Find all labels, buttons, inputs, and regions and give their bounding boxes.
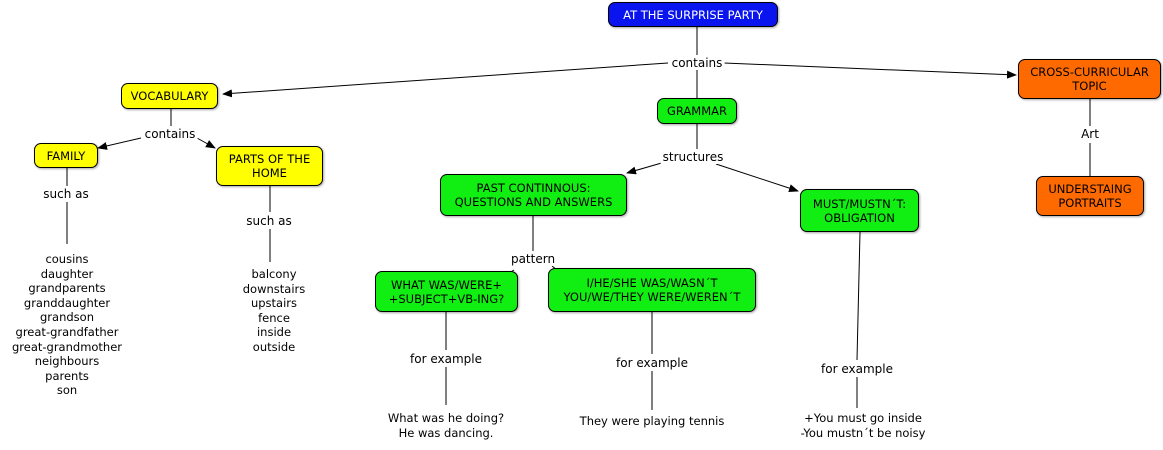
node-label-line2: OBLIGATION: [824, 210, 895, 225]
link-label-for-example-statement: for example: [614, 356, 690, 370]
example-must: +You must go inside -You mustn´t be nois…: [801, 411, 926, 440]
node-label-line1: WHAT WAS/WERE+: [390, 277, 502, 292]
arrow-to-vocabulary: [222, 62, 669, 98]
node-label-line1: MUST/MUSTN´T:: [812, 196, 907, 211]
node-label-line2: YOU/WE/THEY WERE/WEREN´T: [563, 290, 741, 304]
node-label-line1: UNDERSTAING: [1048, 182, 1132, 196]
node-label-line2: PORTRAITS: [1058, 196, 1122, 210]
list-item: parents: [45, 368, 89, 383]
node-label: FAMILY: [46, 148, 86, 163]
node-must-mustnt[interactable]: MUST/MUSTN´T: OBLIGATION: [800, 189, 919, 232]
node-label-line1: I/HE/SHE WAS/WASN´T: [586, 276, 718, 290]
list-item: neighbours: [34, 354, 100, 369]
example-line: They were playing tennis: [579, 414, 725, 428]
node-understanding-portraits[interactable]: UNDERSTAING PORTRAITS: [1036, 176, 1144, 216]
example-line: He was dancing.: [398, 425, 494, 440]
node-past-continuous[interactable]: PAST CONTINNOUS: QUESTIONS AND ANSWERS: [440, 174, 627, 216]
node-cross-curricular-topic[interactable]: CROSS-CURRICULAR TOPIC: [1018, 59, 1161, 99]
example-line: -You mustn´t be noisy: [800, 425, 926, 440]
link-label-art: Art: [1079, 127, 1101, 141]
node-label: AT THE SURPRISE PARTY: [623, 7, 763, 22]
link-label-for-example-must: for example: [819, 362, 895, 376]
list-item: downstairs: [242, 281, 306, 296]
list-item: son: [56, 383, 78, 398]
example-line: What was he doing?: [387, 411, 505, 425]
node-i-he-she-was[interactable]: I/HE/SHE WAS/WASN´T YOU/WE/THEY WERE/WER…: [548, 268, 756, 312]
list-item: outside: [252, 339, 296, 354]
link-label-such-as-home: such as: [244, 214, 294, 228]
list-item: daughter: [40, 266, 94, 281]
line-must-forexample: [856, 231, 861, 361]
link-label-for-example-question: for example: [408, 352, 484, 366]
list-item: granddaughter: [23, 295, 111, 310]
arrow-to-must: [715, 163, 799, 192]
list-item: upstairs: [250, 296, 298, 311]
arrow-to-cross: [723, 62, 1017, 79]
link-label-contains-vocabulary: contains: [142, 127, 198, 141]
arrow-to-past: [626, 161, 666, 175]
list-item: great-grandfather: [15, 324, 119, 339]
link-label-such-as-family: such as: [41, 187, 91, 201]
node-label-line1: PARTS OF THE: [228, 152, 311, 166]
link-label-contains-root: contains: [669, 56, 725, 70]
family-members-list: cousins daughter grandparents granddaugh…: [12, 252, 122, 398]
example-statement: They were playing tennis: [580, 414, 725, 429]
home-parts-list: balcony downstairs upstairs fence inside…: [243, 267, 306, 355]
list-item: cousins: [45, 252, 89, 266]
node-vocabulary[interactable]: VOCABULARY: [121, 83, 218, 109]
list-item: balcony: [251, 267, 297, 281]
node-label: VOCABULARY: [130, 89, 209, 103]
node-label-line1: PAST CONTINNOUS:: [476, 181, 591, 195]
node-label-line2: TOPIC: [1072, 79, 1107, 93]
node-label: GRAMMAR: [666, 104, 727, 118]
list-item: fence: [258, 310, 290, 325]
list-item: great-grandmother: [11, 339, 123, 354]
example-question: What was he doing? He was dancing.: [388, 411, 504, 440]
arrow-to-parts: [196, 137, 216, 149]
node-what-was-were[interactable]: WHAT WAS/WERE+ +SUBJECT+VB-ING?: [375, 271, 518, 312]
link-label-pattern: pattern: [508, 252, 558, 266]
node-parts-of-the-home[interactable]: PARTS OF THE HOME: [216, 146, 323, 186]
list-item: grandson: [40, 310, 94, 325]
node-at-the-surprise-party[interactable]: AT THE SURPRISE PARTY: [608, 2, 778, 27]
node-label-line2: HOME: [252, 166, 287, 180]
node-family[interactable]: FAMILY: [34, 143, 98, 168]
node-grammar[interactable]: GRAMMAR: [657, 98, 737, 124]
list-item: grandparents: [28, 281, 106, 296]
example-line: +You must go inside: [804, 411, 922, 425]
arrow-to-family: [97, 137, 142, 150]
node-label-line1: CROSS-CURRICULAR: [1030, 65, 1149, 79]
list-item: inside: [256, 325, 292, 340]
node-label-line2: +SUBJECT+VB-ING?: [388, 291, 505, 306]
node-label-line2: QUESTIONS AND ANSWERS: [454, 195, 613, 209]
link-label-structures: structures: [660, 150, 726, 164]
